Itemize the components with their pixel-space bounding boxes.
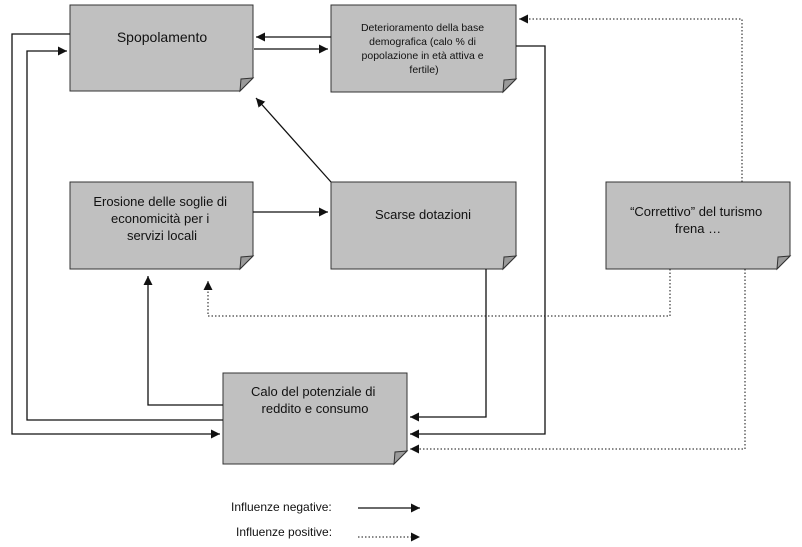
box-deterioramento <box>330 4 518 94</box>
arrow-correttivo-to-erosione <box>203 269 671 317</box>
arrow-scarse-to-spopolamento <box>255 97 332 183</box>
box-calo-text: Calo del potenziale di reddito e consumo <box>251 384 379 416</box>
box-spopolamento-text: Spopolamento <box>117 29 208 45</box>
arrow-correttivo-to-calo <box>410 269 746 454</box>
box-correttivo-text: “Correttivo” del turismo frena … <box>630 204 766 236</box>
legend-negative-label: Influenze negative: <box>231 500 332 514</box>
arrow-spopolamento-to-calo <box>11 33 220 439</box>
arrow-calo-to-spopolamento <box>26 46 223 421</box>
legend-positive-label: Influenze positive: <box>236 525 333 539</box>
arrow-scarse-to-calo <box>410 269 487 422</box>
box-calo <box>222 372 409 466</box>
arrow-calo-to-erosione <box>143 276 223 406</box>
box-erosione-text: Erosione delle soglie di economicità per… <box>93 194 230 243</box>
box-spopolamento <box>69 4 255 93</box>
box-correttivo <box>605 181 792 271</box>
box-erosione <box>69 181 255 271</box>
arrow-deterioramento-to-calo <box>410 45 546 439</box>
arrow-correttivo-to-deterioramento <box>519 14 743 182</box>
box-scarse-text: Scarse dotazioni <box>375 207 471 222</box>
box-deterioramento-text: Deterioramento della base demografica (c… <box>361 22 487 76</box>
box-scarse <box>330 181 518 271</box>
